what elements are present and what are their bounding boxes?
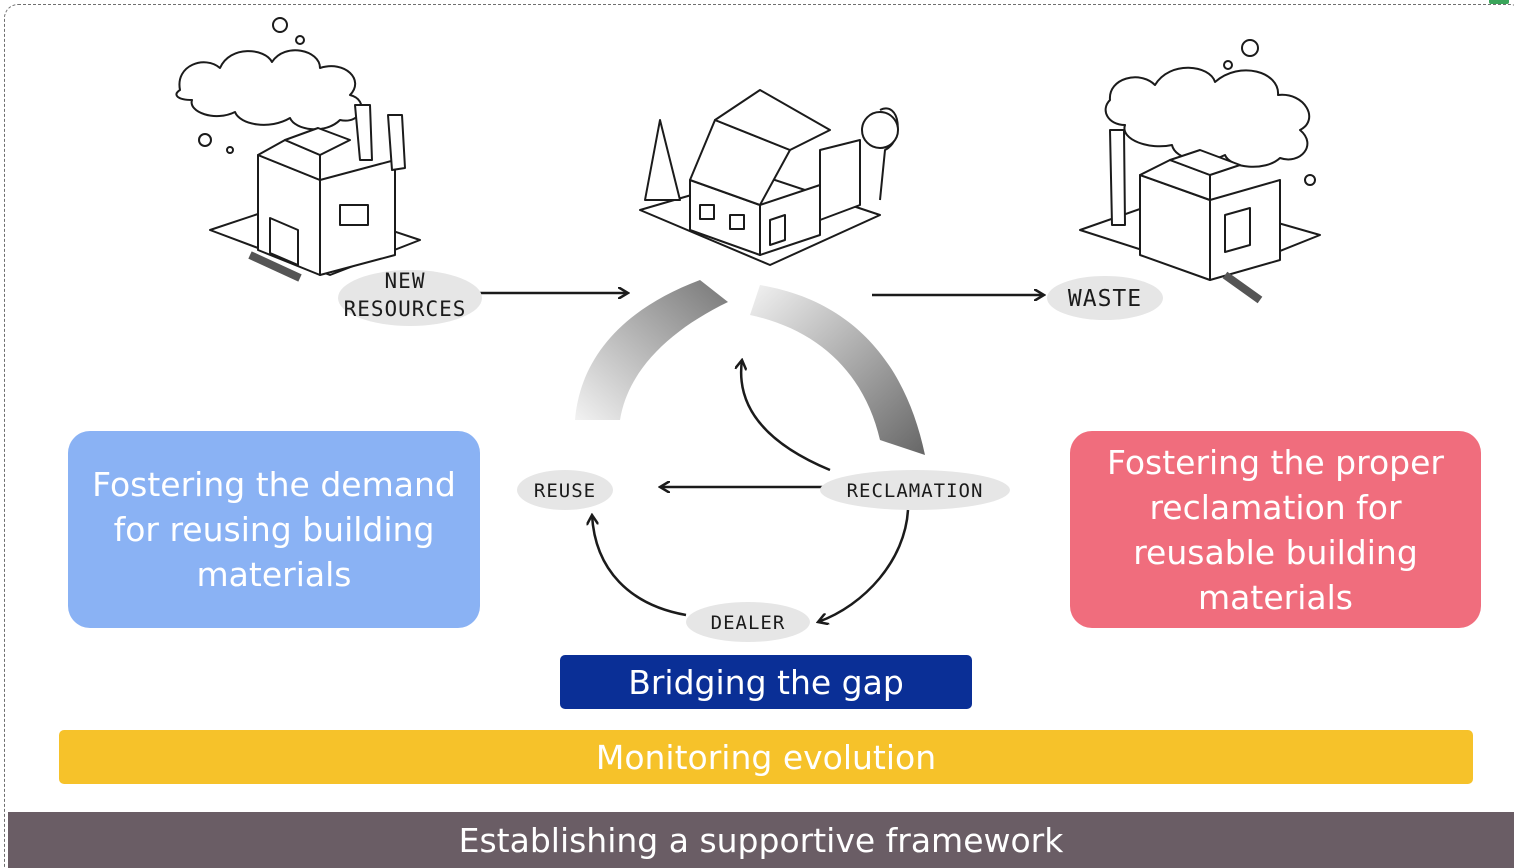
bridging-gap-box: Bridging the gap bbox=[560, 655, 972, 709]
label-bg-waste bbox=[1047, 276, 1163, 320]
monitoring-text: Monitoring evolution bbox=[595, 737, 937, 777]
label-resources: RESOURCES bbox=[344, 297, 467, 321]
framework-bar: Establishing a supportive framework bbox=[8, 812, 1514, 868]
reclamation-box: Fostering the proper reclamation for reu… bbox=[1070, 431, 1481, 628]
factory-left-icon bbox=[175, 17, 421, 282]
reclamation-box-text: Fostering the proper reclamation for reu… bbox=[1107, 442, 1444, 617]
label-bg-reuse bbox=[517, 470, 613, 510]
monitoring-bar: Monitoring evolution bbox=[59, 730, 1473, 784]
label-waste: WASTE bbox=[1068, 286, 1142, 312]
label-new: NEW bbox=[385, 269, 426, 293]
arrow-reclamation-to-dealer bbox=[818, 509, 910, 622]
label-reclamation: RECLAMATION bbox=[847, 480, 984, 502]
demand-box: Fostering the demand for reusing buildin… bbox=[68, 431, 480, 628]
arrow-dealer-to-reuse bbox=[592, 515, 687, 617]
label-reuse: REUSE bbox=[534, 480, 596, 502]
corner-marker bbox=[1489, 0, 1509, 4]
cycle-arc-right bbox=[750, 285, 925, 455]
arrow-reclamation-to-house bbox=[741, 360, 831, 472]
label-bg-dealer bbox=[686, 602, 810, 642]
label-dealer: DEALER bbox=[711, 612, 786, 634]
dashed-frame bbox=[4, 4, 1514, 868]
house-icon bbox=[639, 89, 899, 266]
bridging-gap-text: Bridging the gap bbox=[628, 662, 904, 702]
framework-text: Establishing a supportive framework bbox=[458, 820, 1064, 860]
factory-right-icon bbox=[1079, 39, 1321, 304]
cycle-arc-left bbox=[575, 280, 728, 420]
label-bg-reclamation bbox=[820, 470, 1010, 510]
demand-box-text: Fostering the demand for reusing buildin… bbox=[92, 465, 456, 594]
label-bg-resources bbox=[338, 270, 482, 326]
